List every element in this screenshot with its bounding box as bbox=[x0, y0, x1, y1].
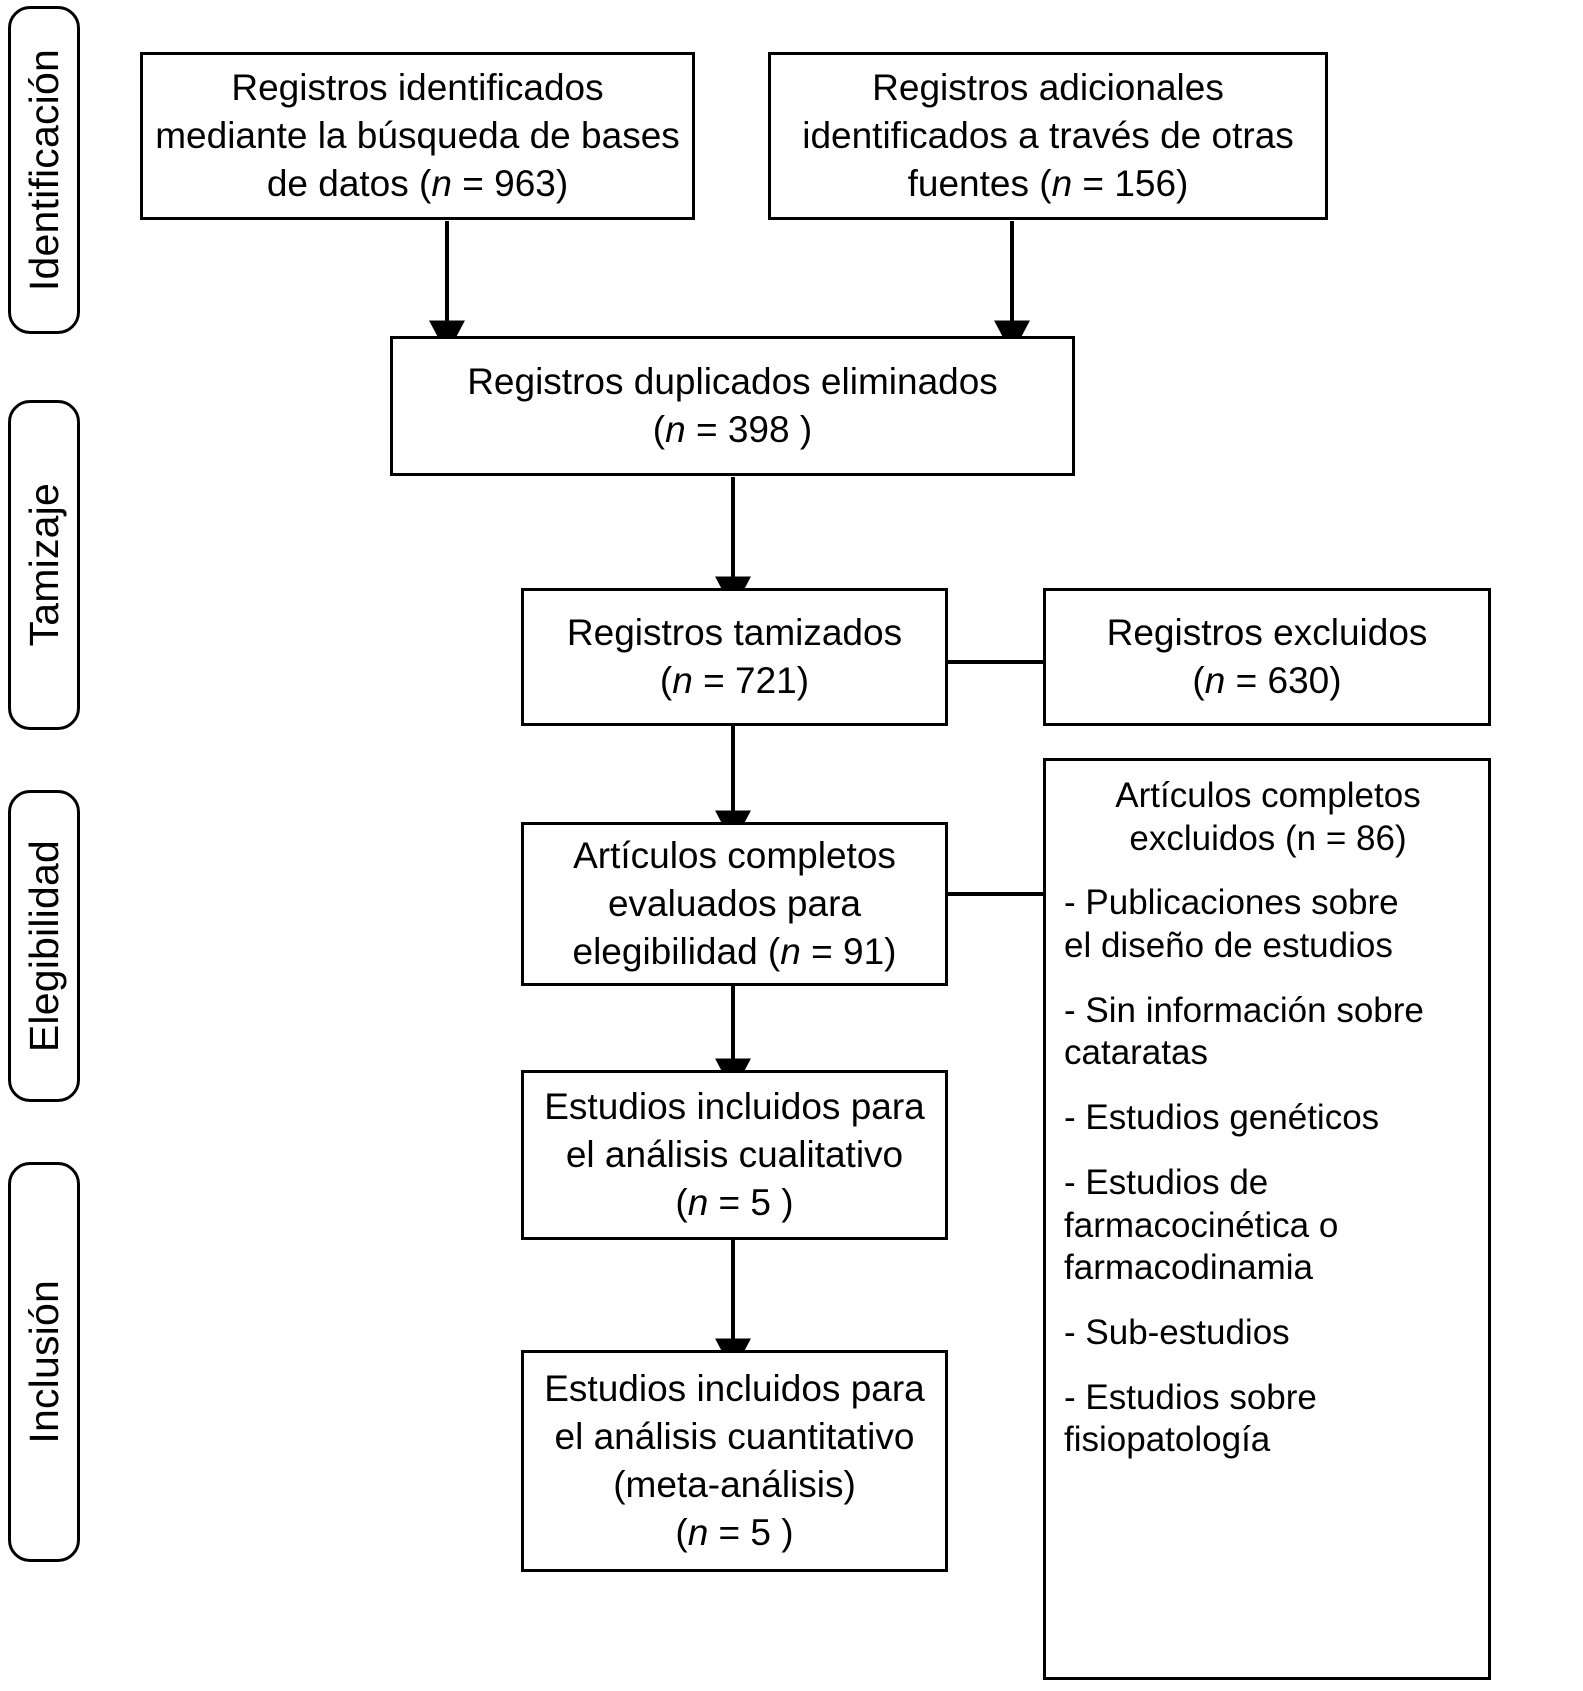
box-fulltext-excluded: Artículos completos excluidos (n = 86) -… bbox=[1043, 758, 1491, 1680]
fulltext-excluded-title: Artículos completos excluidos (n = 86) bbox=[1115, 776, 1421, 858]
box-records-screened-text: Registros tamizados (n = 721) bbox=[566, 611, 903, 701]
fulltext-excluded-reason-3: - Estudios genéticos bbox=[1064, 1098, 1380, 1138]
stage-label-identificacion: Identificación bbox=[20, 48, 67, 292]
box-studies-qualitative: Estudios incluidos para el análisis cual… bbox=[521, 1070, 948, 1240]
box-fulltext-assessed-text: Artículos completos evaluados para elegi… bbox=[572, 834, 897, 973]
fulltext-excluded-reason-5: - Sub-estudios bbox=[1064, 1312, 1290, 1352]
box-fulltext-assessed: Artículos completos evaluados para elegi… bbox=[521, 822, 948, 986]
stage-elegibilidad: Elegibilidad bbox=[8, 790, 80, 1102]
box-studies-quantitative: Estudios incluidos para el análisis cuan… bbox=[521, 1350, 948, 1572]
stage-label-inclusion: Inclusión bbox=[20, 1280, 67, 1444]
box-records-excluded: Registros excluidos (n = 630) bbox=[1043, 588, 1491, 726]
box-records-identified-databases: Registros identificados mediante la búsq… bbox=[140, 52, 695, 220]
fulltext-excluded-reason-1: - Publicaciones sobre el diseño de estud… bbox=[1064, 883, 1399, 966]
stage-inclusion: Inclusión bbox=[8, 1162, 80, 1562]
box-records-screened: Registros tamizados (n = 721) bbox=[521, 588, 948, 726]
fulltext-excluded-reason-4: - Estudios de farmacocinética o farmacod… bbox=[1064, 1162, 1339, 1288]
box-duplicates-removed: Registros duplicados eliminados (n = 398… bbox=[390, 336, 1075, 476]
box-duplicates-removed-text: Registros duplicados eliminados (n = 398… bbox=[467, 360, 998, 450]
stage-label-elegibilidad: Elegibilidad bbox=[20, 839, 67, 1053]
box-studies-qualitative-text: Estudios incluidos para el análisis cual… bbox=[544, 1085, 925, 1224]
box-records-identified-databases-text: Registros identificados mediante la búsq… bbox=[155, 66, 680, 205]
box-records-additional-sources: Registros adicionales identificados a tr… bbox=[768, 52, 1328, 220]
box-studies-quantitative-text: Estudios incluidos para el análisis cuan… bbox=[544, 1367, 925, 1554]
fulltext-excluded-reason-2: - Sin información sobre cataratas bbox=[1064, 990, 1424, 1073]
stage-label-tamizaje: Tamizaje bbox=[20, 483, 67, 647]
stage-identificacion: Identificación bbox=[8, 6, 80, 334]
box-records-excluded-text: Registros excluidos (n = 630) bbox=[1106, 611, 1428, 701]
stage-tamizaje: Tamizaje bbox=[8, 400, 80, 730]
box-records-additional-sources-text: Registros adicionales identificados a tr… bbox=[802, 66, 1294, 205]
fulltext-excluded-reason-6: - Estudios sobre fisiopatología bbox=[1064, 1377, 1317, 1460]
